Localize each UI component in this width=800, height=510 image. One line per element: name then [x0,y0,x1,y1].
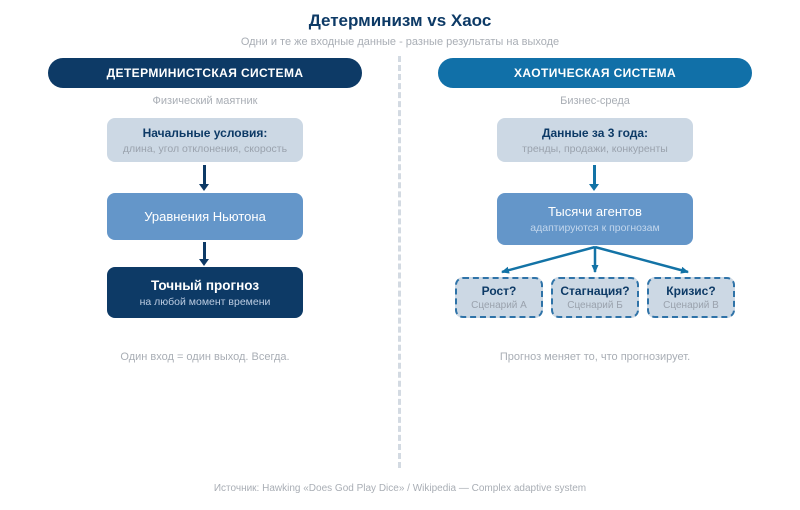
box-title: Стагнация? [560,284,630,298]
box-title: Кризис? [666,284,716,298]
left-column-header: ДЕТЕРМИНИСТСКАЯ СИСТЕМА [48,58,362,88]
box-subtitle: тренды, продажи, конкуренты [522,142,668,155]
right-column-header: ХАОТИЧЕСКАЯ СИСТЕМА [438,58,752,88]
column-divider [398,56,401,468]
right-data-box: Данные за 3 года: тренды, продажи, конку… [497,118,693,162]
left-exact-forecast-box: Точный прогноз на любой момент времени [107,267,303,318]
scenario-growth-box: Рост? Сценарий А [455,277,543,318]
scenario-crisis-box: Кризис? Сценарий В [647,277,735,318]
arrow-down-connector [203,165,206,184]
page-subtitle: Одни и те же входные данные - разные рез… [240,36,560,48]
box-title: Данные за 3 года: [541,125,649,140]
fan-arrows-connector [501,246,689,274]
box-subtitle: Сценарий В [663,300,719,311]
box-subtitle: Сценарий А [471,300,527,311]
left-context-label: Физический маятник [152,95,258,107]
box-subtitle: на любой момент времени [139,295,271,308]
left-initial-conditions-box: Начальные условия: длина, угол отклонени… [107,118,303,162]
box-title: Точный прогноз [150,277,260,293]
arrow-down-connector [593,165,596,184]
box-subtitle: Сценарий Б [567,300,623,311]
box-title: Тысячи агентов [548,204,642,219]
box-subtitle: длина, угол отклонения, скорость [122,142,288,155]
source-footer: Источник: Hawking «Does God Play Dice» /… [213,483,587,494]
right-context-label: Бизнес-среда [560,95,630,107]
left-newton-equations-box: Уравнения Ньютона [107,193,303,240]
right-agents-box: Тысячи агентов адаптируются к прогнозам [497,193,693,245]
arrow-down-head-icon [199,259,209,266]
right-caption: Прогноз меняет то, что прогнозирует. [499,351,691,363]
arrow-down-head-icon [199,184,209,191]
arrow-down-connector [203,242,206,259]
page-title: Детерминизм vs Хаос [308,11,492,30]
box-title: Рост? [481,284,517,298]
box-title: Начальные условия: [142,125,268,140]
scenario-stagnation-box: Стагнация? Сценарий Б [551,277,639,318]
box-subtitle: адаптируются к прогнозам [530,222,660,234]
arrow-down-head-icon [589,184,599,191]
left-caption: Один вход = один выход. Всегда. [120,351,290,363]
